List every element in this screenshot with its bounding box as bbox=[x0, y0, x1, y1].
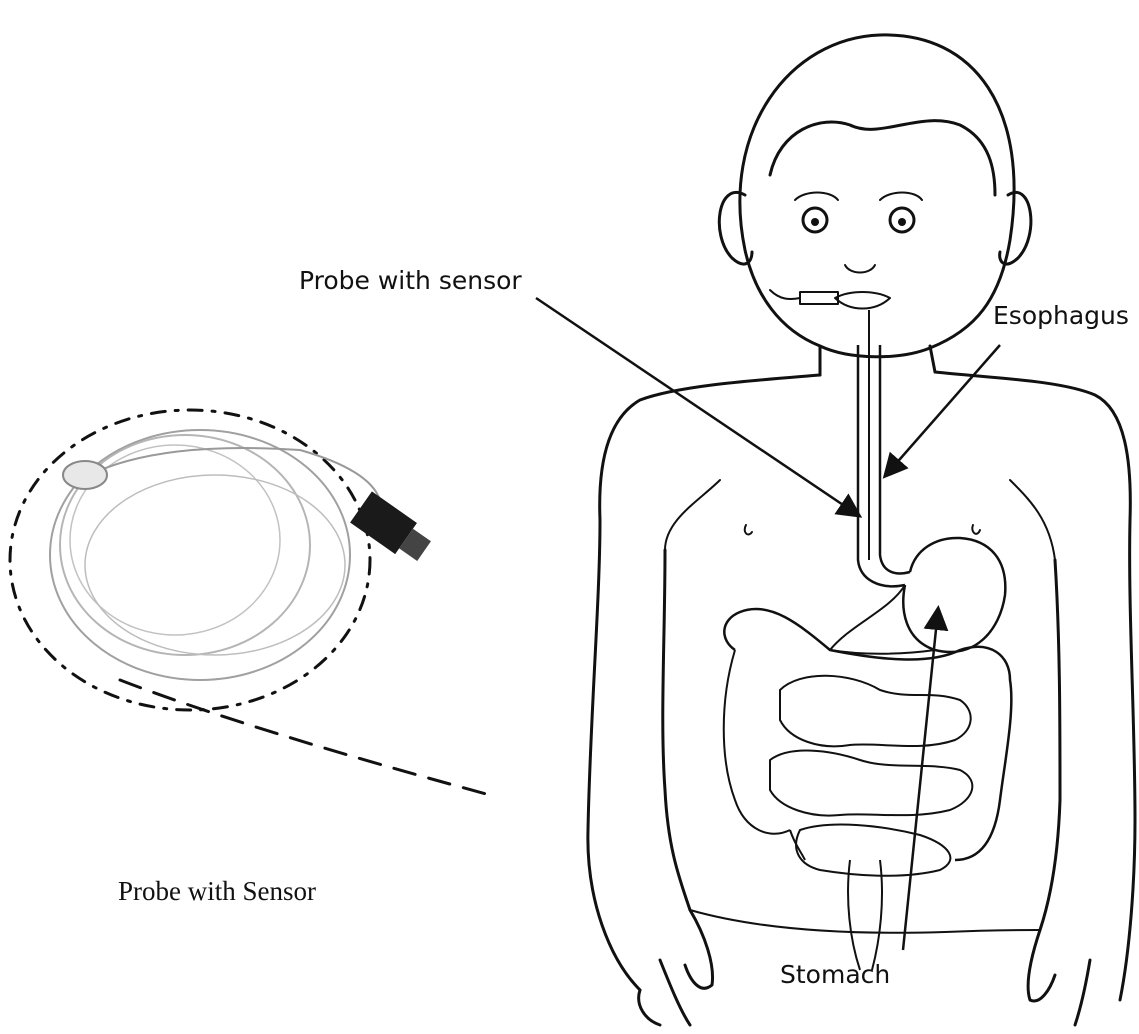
esophagus-left-wall bbox=[858, 345, 905, 586]
tube-at-mouth bbox=[800, 292, 838, 304]
arrow-probe-with-sensor bbox=[536, 298, 858, 515]
left-hand bbox=[639, 910, 713, 1025]
right-shoulder-arm-outer bbox=[935, 372, 1135, 820]
nose bbox=[845, 265, 875, 273]
annotation-arrows bbox=[536, 298, 1000, 950]
head-outline bbox=[740, 35, 1014, 357]
waist-line bbox=[690, 910, 1040, 933]
esophagus-label: Esophagus bbox=[993, 301, 1129, 330]
stomach-outline bbox=[903, 538, 1005, 652]
probe-caption: Probe with Sensor bbox=[118, 876, 316, 907]
probe-connector bbox=[350, 491, 435, 566]
probe-tail bbox=[120, 680, 490, 795]
right-hand bbox=[1028, 820, 1135, 1025]
stomach-label: Stomach bbox=[780, 960, 890, 989]
probe-sensor-head bbox=[63, 461, 107, 489]
right-ear bbox=[1000, 192, 1031, 264]
neck-right bbox=[930, 346, 935, 372]
probe-with-sensor-label: Probe with sensor bbox=[299, 266, 522, 295]
small-intestine-lower bbox=[796, 825, 950, 876]
small-intestine-middle bbox=[770, 751, 972, 816]
hairline bbox=[770, 121, 995, 195]
arrow-esophagus bbox=[886, 345, 1000, 475]
left-arm-inner bbox=[663, 550, 690, 910]
digestive-tract bbox=[724, 310, 1012, 970]
large-intestine bbox=[724, 609, 1011, 860]
arrow-stomach bbox=[903, 610, 938, 950]
esophagus-right-wall bbox=[880, 345, 910, 573]
probe-coil-illustration bbox=[10, 410, 490, 795]
small-intestine-upper bbox=[780, 676, 971, 747]
child-figure bbox=[588, 35, 1135, 1025]
right-arm-inner bbox=[1040, 560, 1060, 930]
mouth bbox=[835, 292, 890, 309]
